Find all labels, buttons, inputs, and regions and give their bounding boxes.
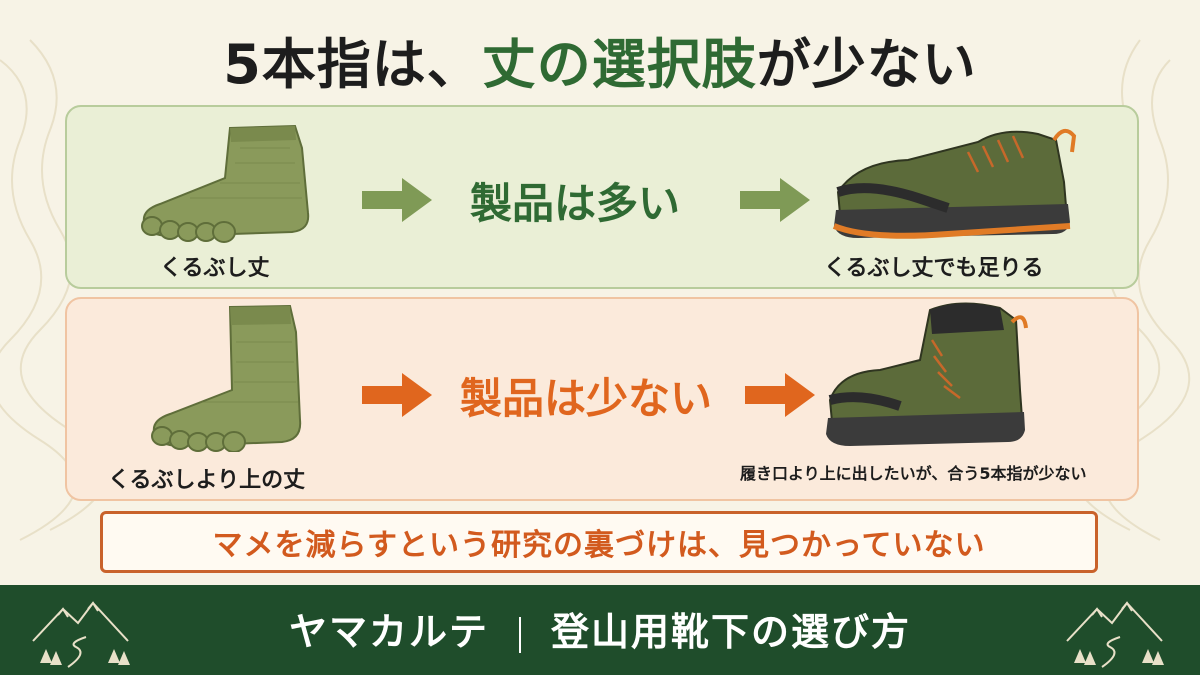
arrow-right-icon <box>745 373 815 417</box>
low-shoe-caption: くるぶし丈でも足りる <box>824 256 1044 281</box>
arrow-right-icon <box>362 178 432 222</box>
mountain-emblem-icon <box>1066 601 1164 668</box>
page-title: 5本指は、丈の選択肢が少ない <box>223 33 977 96</box>
toe-sock-short-icon <box>141 124 310 243</box>
short-sock-message: 製品は多い <box>470 179 681 228</box>
arrow-right-icon <box>740 178 810 222</box>
footer-title: ヤマカルテ 登山用靴下の選び方 <box>0 601 1200 656</box>
research-banner-text: マメを減らすという研究の裏づけは、見つかっていない <box>212 528 986 563</box>
footer-subtitle: 登山用靴下の選び方 <box>551 610 912 654</box>
mountain-emblem-icon <box>32 601 130 668</box>
footer-divider <box>519 616 521 653</box>
short-sock-caption: くるぶし丈 <box>160 256 270 281</box>
toe-sock-crew-icon <box>151 304 302 452</box>
crew-sock-message: 製品は少ない <box>460 374 713 423</box>
footer-brand: ヤマカルテ <box>288 610 489 654</box>
boot-caption: 履き口より上に出したいが、合う5本指が少ない <box>740 464 1087 483</box>
footer-bar: ヤマカルテ 登山用靴下の選び方 <box>0 585 1200 675</box>
research-banner: マメを減らすという研究の裏づけは、見つかっていない <box>100 511 1098 573</box>
low-hiking-shoe-icon <box>832 128 1077 239</box>
crew-sock-caption: くるぶしより上の丈 <box>108 468 306 493</box>
title-highlight: 丈の選択肢 <box>481 33 757 96</box>
arrow-right-icon <box>362 373 432 417</box>
mid-hiking-boot-icon <box>826 302 1028 446</box>
